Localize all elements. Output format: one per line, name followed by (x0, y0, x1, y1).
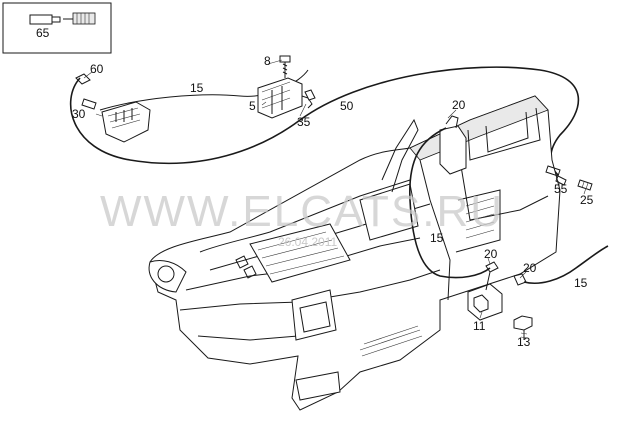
callout-65[interactable]: 65 (36, 26, 50, 40)
leader-lines (83, 59, 587, 336)
inset-part-65 (2, 2, 112, 54)
callout-8[interactable]: 8 (264, 54, 271, 68)
callout-5[interactable]: 5 (249, 99, 256, 113)
callout-15-lower-right[interactable]: 15 (574, 276, 588, 290)
callout-20-lower-right[interactable]: 20 (523, 261, 537, 275)
callout-60[interactable]: 60 (90, 62, 104, 76)
callout-15-upper-left[interactable]: 15 (190, 81, 204, 95)
switch-valve-20-upper (409, 115, 491, 279)
valve-block-5 (257, 55, 316, 119)
callout-35[interactable]: 35 (297, 115, 311, 129)
switch-11 (467, 261, 503, 321)
callout-15-middle[interactable]: 15 (430, 231, 444, 245)
callout-20-upper[interactable]: 20 (452, 98, 466, 112)
climate-housing (148, 95, 561, 411)
callout-20-middle[interactable]: 20 (484, 247, 498, 261)
callout-13[interactable]: 13 (517, 335, 531, 349)
watermark-date: 26.04.2011 (278, 235, 337, 249)
callout-50[interactable]: 50 (340, 99, 354, 113)
callout-55[interactable]: 55 (554, 182, 568, 196)
callout-11[interactable]: 11 (473, 319, 486, 333)
callout-30[interactable]: 30 (72, 107, 86, 121)
watermark: WWW.ELCATS.RU (100, 187, 504, 236)
callout-25[interactable]: 25 (580, 193, 594, 207)
fitting-20-lower-right (513, 245, 609, 286)
